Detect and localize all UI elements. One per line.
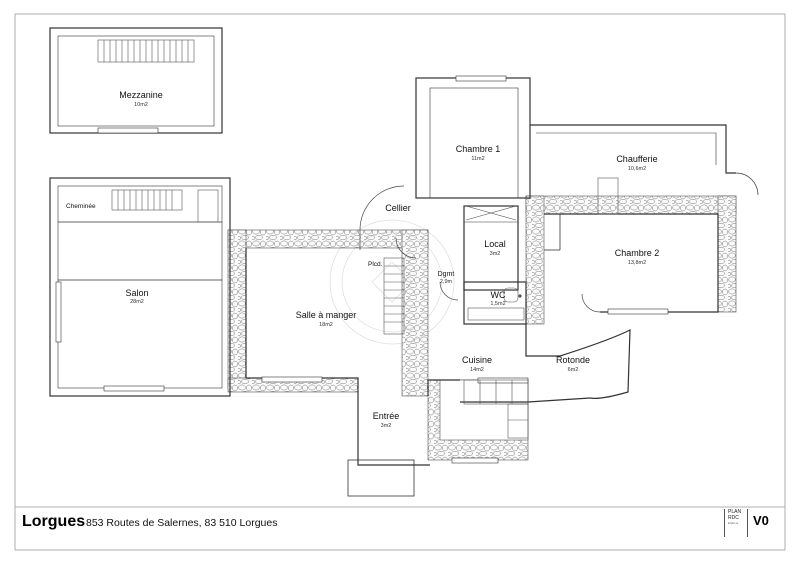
title-block: Lorgues 853 Routes de Salernes, 83 510 L… <box>0 505 800 545</box>
city-title: Lorgues <box>22 513 86 530</box>
room-area-chaufferie: 10,6m2 <box>628 166 646 172</box>
room-area-mezzanine: 10m2 <box>134 102 148 108</box>
room-area-chambre-2: 13,8m2 <box>628 260 646 266</box>
room-name-rotonde: Rotonde <box>556 355 590 365</box>
room-name-chambre-2: Chambre 2 <box>615 248 660 258</box>
room-area-dgmt: 2,9m <box>440 279 453 285</box>
windows <box>55 75 669 464</box>
room-area-chambre-1: 11m2 <box>471 156 484 162</box>
salon-stairs <box>111 189 219 223</box>
room-name-cuisine: Cuisine <box>462 355 492 365</box>
sheet-border <box>14 13 786 551</box>
version-label: V0 <box>753 513 769 528</box>
room-name-salon: Salon <box>125 288 148 298</box>
title-divider-2 <box>747 509 748 537</box>
room-name-mezzanine: Mezzanine <box>119 90 163 100</box>
doors <box>359 172 759 313</box>
stone-walls <box>227 195 737 461</box>
room-area-cuisine: 14m2 <box>470 367 484 373</box>
fixtures <box>463 177 619 439</box>
room-name-salle-a-manger: Salle à manger <box>296 310 357 320</box>
room-name-chambre-1: Chambre 1 <box>456 144 501 154</box>
room-name-chaufferie: Chaufferie <box>616 154 657 164</box>
room-area-salon: 28m2 <box>130 299 144 305</box>
room-name-cellier: Cellier <box>385 203 411 213</box>
room-name-local: Local <box>484 239 506 249</box>
plan-label: PLAN <box>728 509 742 515</box>
level-label: RDC <box>728 515 739 521</box>
address-text: 853 Routes de Salernes, 83 510 Lorgues <box>86 517 278 529</box>
main-stairs <box>383 257 405 335</box>
room-name-placard: Plcd. <box>368 261 383 268</box>
room-name-wc: WC <box>491 290 506 300</box>
plan-info: PLAN RDC Etat/Lot <box>728 509 745 525</box>
room-labels: Mezzanine 10m2 Cheminée Salon 28m2 Salle… <box>66 90 659 429</box>
room-area-entree: 3m2 <box>381 423 392 429</box>
room-area-wc: 1,5m2 <box>490 301 505 307</box>
title-divider-1 <box>724 509 725 537</box>
room-name-entree: Entrée <box>373 411 400 421</box>
room-area-local: 3m2 <box>490 251 501 257</box>
room-name-cheminee: Cheminée <box>66 203 96 210</box>
room-area-salle-a-manger: 18m2 <box>319 322 333 328</box>
room-area-rotonde: 6m2 <box>568 367 579 373</box>
small-note: Etat/Lot <box>728 521 739 525</box>
mezzanine-stairs <box>97 39 195 63</box>
watermark-seal <box>329 219 455 345</box>
room-name-dgmt: Dgmt <box>438 271 455 278</box>
